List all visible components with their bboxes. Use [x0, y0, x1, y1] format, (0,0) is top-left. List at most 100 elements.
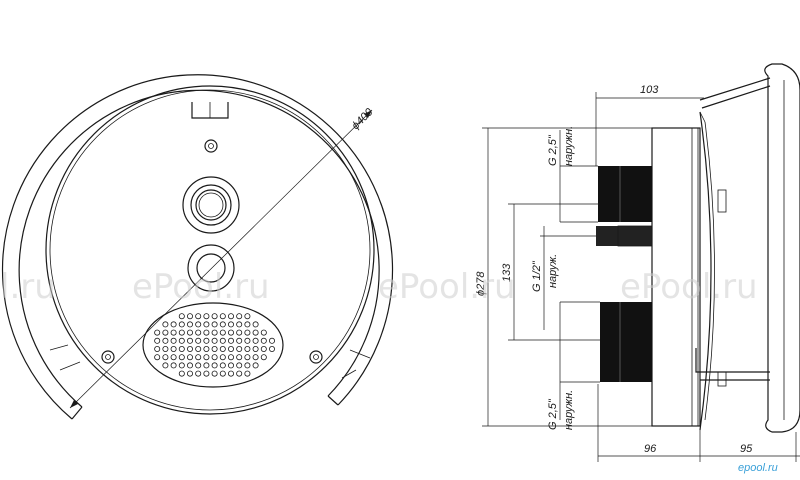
- grille-hole: [236, 329, 243, 336]
- grille-hole: [170, 362, 177, 369]
- grille-hole: [170, 337, 177, 344]
- top-thread-cylinder: [598, 166, 652, 222]
- grille-hole: [227, 321, 234, 328]
- grille-hole: [244, 354, 251, 361]
- grille-hole: [195, 354, 202, 361]
- grille-hole: [203, 345, 210, 352]
- grille-hole: [260, 329, 267, 336]
- grille-hole: [178, 354, 185, 361]
- grille-hole: [236, 313, 243, 320]
- faceplate-inner: [49, 89, 371, 411]
- grille-hole: [236, 362, 243, 369]
- grille-hole: [195, 313, 202, 320]
- grille-hole: [219, 362, 226, 369]
- grille-hole: [244, 321, 251, 328]
- ring-end-left: [71, 406, 83, 420]
- grille-hole: [244, 370, 251, 377]
- grille-hole: [227, 313, 234, 320]
- grille-hole: [186, 354, 193, 361]
- mid-pipe: [596, 226, 652, 246]
- grille-hole: [162, 354, 169, 361]
- grille-hole: [260, 337, 267, 344]
- dim-label-95: 95: [740, 443, 753, 455]
- grille-hole: [244, 362, 251, 369]
- grille-hole: [170, 321, 177, 328]
- grille-hole: [236, 354, 243, 361]
- grille-hole: [162, 321, 169, 328]
- grille-hole: [227, 345, 234, 352]
- grille-hole: [170, 354, 177, 361]
- ring-end-right: [327, 395, 339, 406]
- lower-nozzle: [187, 244, 235, 292]
- grille-hole: [195, 321, 202, 328]
- thread-mid-size: G 1/2": [531, 260, 543, 292]
- grille-hole: [203, 313, 210, 320]
- grille-hole: [252, 362, 259, 369]
- bottom-support: [695, 348, 770, 381]
- grille-hole: [211, 345, 218, 352]
- grille-hole: [227, 329, 234, 336]
- dim-label-278: ϕ278: [475, 271, 487, 296]
- grille-hole: [219, 313, 226, 320]
- faceplate-outer: [45, 85, 375, 415]
- grille-hole: [227, 370, 234, 377]
- watermark: ePool.ru: [378, 267, 516, 307]
- grille-hole: [162, 345, 169, 352]
- grille-hole: [236, 345, 243, 352]
- grille-hole: [219, 329, 226, 336]
- dim-label-96: 96: [644, 443, 657, 455]
- grille-hole: [178, 362, 185, 369]
- grille-hole: [195, 345, 202, 352]
- grille-hole: [186, 370, 193, 377]
- grille-hole: [195, 329, 202, 336]
- grille-hole: [260, 345, 267, 352]
- grille-hole: [252, 329, 259, 336]
- grille-hole: [195, 337, 202, 344]
- screw-top: [204, 139, 218, 153]
- grille-hole: [162, 337, 169, 344]
- grille-hole: [203, 337, 210, 344]
- thread-mid-type: наруж.: [547, 254, 559, 288]
- grille-hole: [186, 321, 193, 328]
- grille-hole: [252, 321, 259, 328]
- top-bracket: [699, 77, 771, 109]
- upper-nozzle: [182, 176, 240, 234]
- grille-hole: [186, 362, 193, 369]
- grille-hole: [236, 370, 243, 377]
- grille-hole: [186, 313, 193, 320]
- grille-hole: [195, 362, 202, 369]
- grille-hole: [178, 313, 185, 320]
- grille-hole: [252, 354, 259, 361]
- grille-hole: [154, 345, 161, 352]
- grille-hole: [203, 370, 210, 377]
- diameter-dimension-line: [69, 109, 373, 409]
- grille-hole: [211, 370, 218, 377]
- grille-hole: [178, 337, 185, 344]
- brand-logo: epool.ru: [738, 462, 778, 474]
- grille-hole: [211, 362, 218, 369]
- grille-hole: [178, 370, 185, 377]
- grille-hole: [252, 337, 259, 344]
- grille-hole: [170, 345, 177, 352]
- diameter-label: ϕ400: [350, 106, 376, 132]
- grille-hole: [211, 313, 218, 320]
- thread-top-type: наружн.: [563, 126, 575, 166]
- grille-hole: [219, 370, 226, 377]
- grille-hole: [244, 329, 251, 336]
- grille-hole: [236, 337, 243, 344]
- thread-bottom-size: G 2,5": [547, 398, 559, 430]
- grille-hole: [236, 321, 243, 328]
- grille-hole: [154, 329, 161, 336]
- watermark: ePool.ru: [620, 267, 758, 307]
- grille-outline: [142, 302, 284, 388]
- bottom-thread-cylinder: [600, 302, 652, 382]
- grille-hole: [219, 354, 226, 361]
- grille-hole: [162, 362, 169, 369]
- watermark: ePool.ru: [132, 267, 270, 307]
- grille-hole: [178, 321, 185, 328]
- grille-hole: [178, 345, 185, 352]
- grille-hole: [227, 337, 234, 344]
- grille-hole: [268, 345, 275, 352]
- front-view: ϕ400: [1, 74, 394, 420]
